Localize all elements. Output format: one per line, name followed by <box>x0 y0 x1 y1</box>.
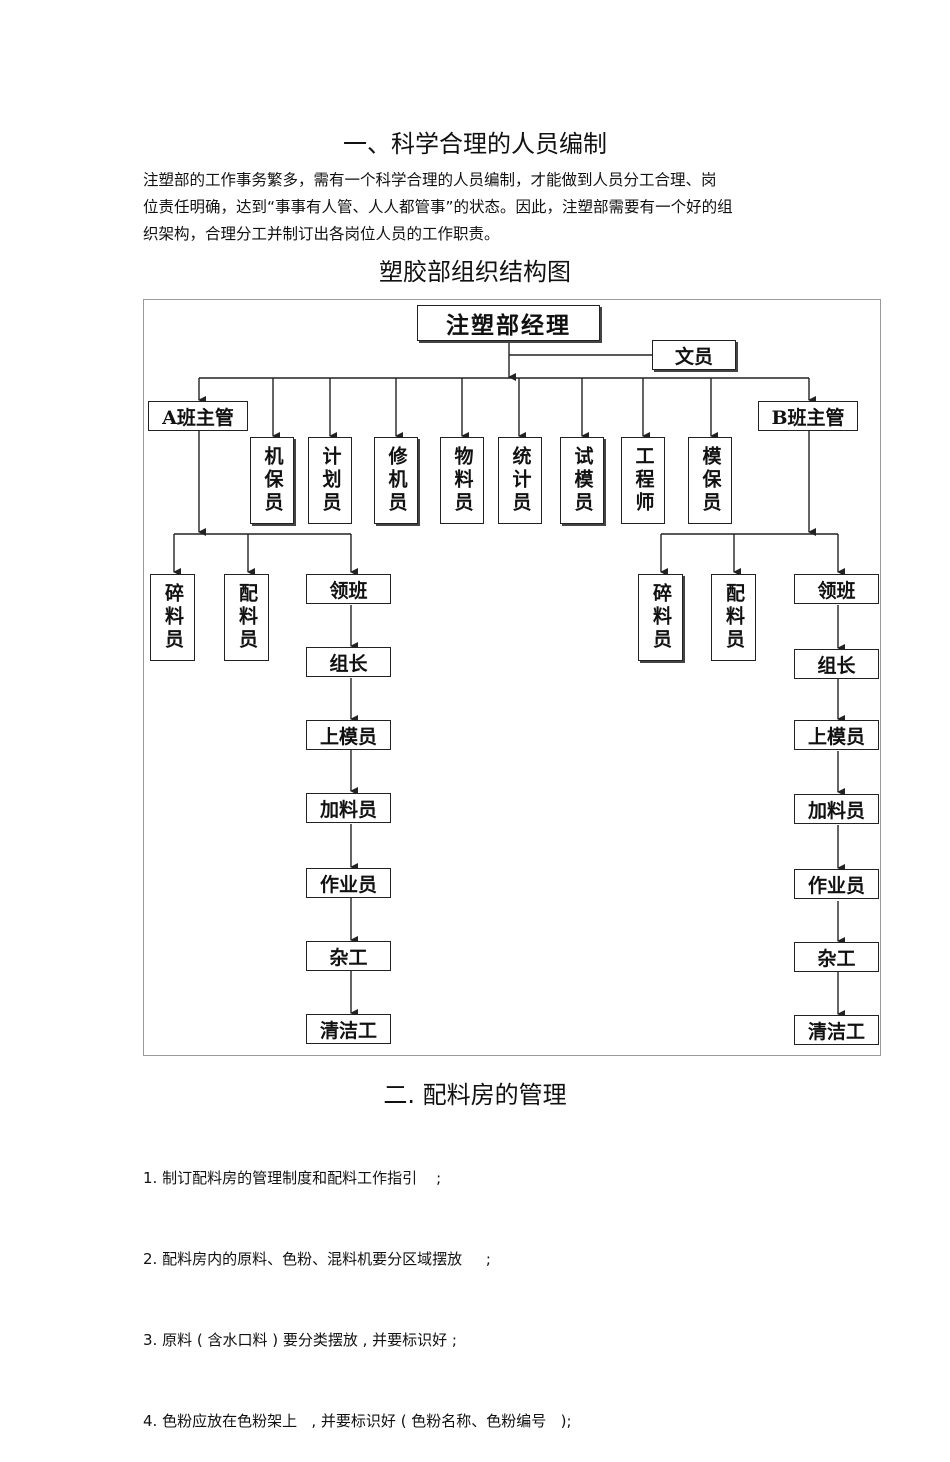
staff-box-mold-trial: 试模员 <box>560 437 604 524</box>
a-supervisor-box: A班主管 <box>148 401 248 431</box>
list-item: 1. 制订配料房的管理制度和配料工作指引 ; <box>143 1169 442 1187</box>
section1-paragraph: 注塑部的工作事务繁多，需有一个科学合理的人员编制，才能做到人员分工合理、岗 位责… <box>143 167 823 248</box>
b-chain-feeder: 加料员 <box>794 794 879 824</box>
paragraph-line-1: 注塑部的工作事务繁多，需有一个科学合理的人员编制，才能做到人员分工合理、岗 <box>143 171 717 189</box>
paragraph-line-2: 位责任明确，达到“事事有人管、人人都管事”的状态。因此，注塑部需要有一个好的组 <box>143 198 733 216</box>
list-item: 4. 色粉应放在色粉架上 , 并要标识好 ( 色粉名称、色粉编号 ); <box>143 1412 572 1430</box>
a-crusher-box: 碎料员 <box>150 574 195 661</box>
org-chart-title: 塑胶部组织结构图 <box>379 258 571 286</box>
org-chart-connectors <box>173 340 845 1018</box>
staff-box-mold-maintenance: 模保员 <box>688 437 732 524</box>
staff-box-machine-maintenance: 机保员 <box>250 437 294 524</box>
a-chain-cleaner: 清洁工 <box>306 1014 391 1044</box>
list-item: 2. 配料房内的原料、色粉、混料机要分区域摆放 ; <box>143 1250 491 1268</box>
a-chain-leader: 领班 <box>306 574 391 604</box>
a-mixer-box: 配料员 <box>224 574 269 661</box>
b-chain-group-lead: 组长 <box>794 649 879 679</box>
staff-box-repair: 修机员 <box>374 437 418 524</box>
staff-box-planner: 计划员 <box>308 437 352 524</box>
b-supervisor-box: B班主管 <box>758 401 858 431</box>
a-chain-group-lead: 组长 <box>306 647 391 677</box>
section1-title: 一、科学合理的人员编制 <box>343 130 607 158</box>
section2-title: 二. 配料房的管理 <box>383 1081 567 1109</box>
paragraph-line-3: 织架构，合理分工并制订出各岗位人员的工作职责。 <box>143 225 500 243</box>
a-chain-mold-loader: 上模员 <box>306 720 391 750</box>
org-chart: 注塑部经理 文员 A班主管 B班主管 机保员 计划员 修机员 物料员 统计员 试… <box>143 299 881 1056</box>
b-chain-cleaner: 清洁工 <box>794 1015 879 1045</box>
staff-box-statistics: 统计员 <box>498 437 542 524</box>
a-chain-feeder: 加料员 <box>306 793 391 823</box>
staff-box-engineer: 工程师 <box>621 437 665 524</box>
b-mixer-box: 配料员 <box>711 574 756 661</box>
a-chain-operator: 作业员 <box>306 868 391 898</box>
manager-box: 注塑部经理 <box>417 305 600 341</box>
a-chain-laborer: 杂工 <box>306 941 391 971</box>
b-chain-mold-loader: 上模员 <box>794 720 879 750</box>
clerk-box: 文员 <box>652 340 736 370</box>
b-chain-leader: 领班 <box>794 574 879 604</box>
staff-box-materials: 物料员 <box>440 437 484 524</box>
section2-list: 1. 制订配料房的管理制度和配料工作指引 ; 2. 配料房内的原料、色粉、混料机… <box>143 1111 572 1462</box>
list-item: 3. 原料 ( 含水口料 ) 要分类摆放 , 并要标识好 ; <box>143 1331 457 1349</box>
b-chain-laborer: 杂工 <box>794 942 879 972</box>
b-chain-operator: 作业员 <box>794 869 879 899</box>
b-crusher-box: 碎料员 <box>638 574 683 661</box>
